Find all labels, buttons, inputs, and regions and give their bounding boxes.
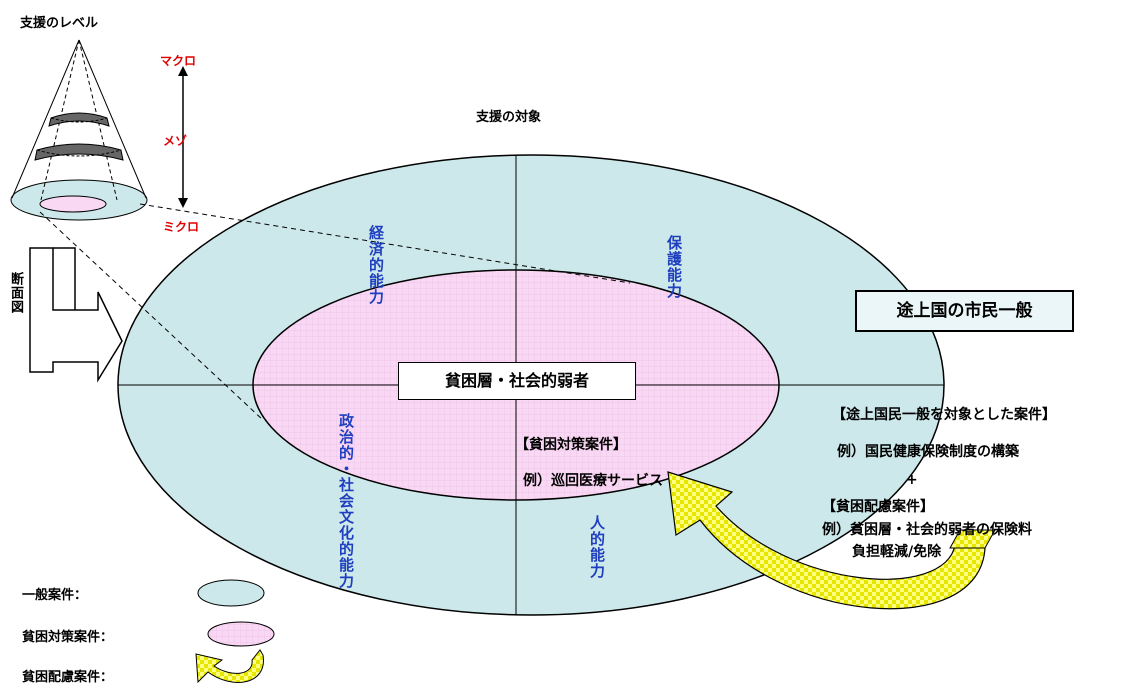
consideration-arrow (667, 471, 986, 610)
cross-section-arrow (29, 247, 123, 383)
legend-consideration-label: 貧困配慮案件： (22, 670, 114, 685)
level-cone (10, 39, 148, 221)
micro-label: ミクロ (163, 220, 200, 234)
projection-line-bottom (39, 211, 264, 421)
legend-consideration-arrow (195, 649, 264, 684)
cone-micro-ellipse (39, 195, 107, 213)
poverty-case-title: 【貧困対策案件】 (515, 437, 627, 453)
legend-general-ellipse (197, 579, 265, 607)
legend-poverty-ellipse (207, 621, 275, 647)
meso-label: メゾ (163, 134, 188, 148)
general-citizens-label: 途上国の市民一般 (855, 290, 1074, 332)
target-title: 支援の対象 (476, 110, 542, 125)
poverty-case-example: 例）巡回医療サービス (523, 473, 663, 489)
general-case-example: 例）国民健康保険制度の構築 (837, 444, 1019, 460)
poor-label: 貧困層・社会的弱者 (398, 362, 636, 400)
cross-section-label: 断面図 (8, 272, 23, 314)
consideration-case-example-2: 負担軽減/免除 (852, 544, 942, 560)
cone-band-middle (34, 143, 124, 161)
cone-band-upper (48, 112, 110, 127)
human-capability-label: 人的能力 (588, 515, 606, 579)
protection-capability-label: 保護能力 (665, 235, 683, 299)
level-title: 支援のレベル (20, 16, 99, 31)
general-case-title: 【途上国民一般を対象とした案件】 (832, 407, 1056, 423)
consideration-case-example-1: 例）貧困層・社会的弱者の保険料 (822, 522, 1032, 538)
economic-capability-label: 経済的能力 (367, 225, 385, 305)
projection-line-top (139, 203, 631, 284)
legend-general-label: 一般案件： (22, 588, 88, 603)
plus-sign: + (906, 472, 918, 488)
level-arrow (178, 66, 188, 208)
consideration-case-title: 【貧困配慮案件】 (822, 499, 934, 515)
legend-poverty-label: 貧困対策案件： (22, 630, 114, 645)
macro-label: マクロ (160, 54, 197, 68)
political-capability-label: 政治的・社会文化的能力 (337, 413, 355, 589)
